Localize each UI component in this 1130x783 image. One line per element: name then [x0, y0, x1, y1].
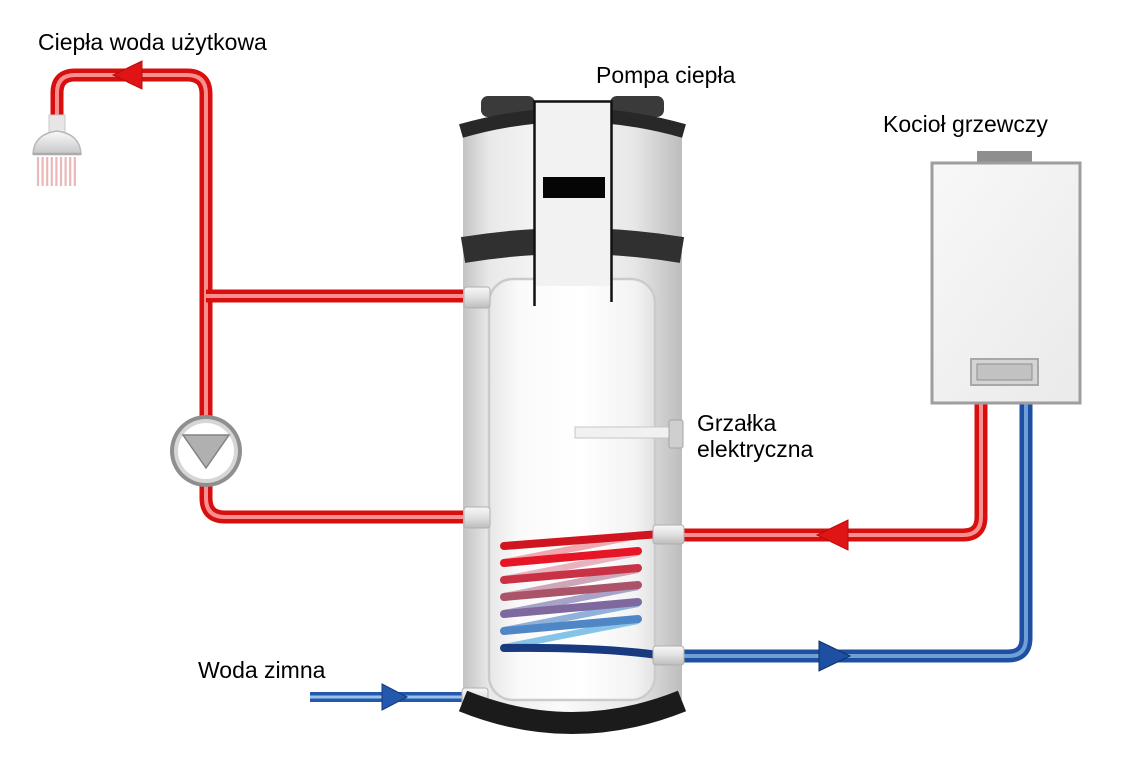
boiler-unit — [930, 151, 1082, 405]
fitting-coil-top — [652, 524, 685, 545]
boiler-supply-pipe-highlight — [678, 403, 983, 537]
label-electric-heater-line2: elektryczna — [697, 436, 814, 462]
fitting-coil-bottom — [652, 645, 685, 666]
label-electric-heater-line1: Grzałka — [697, 410, 777, 436]
boiler-return-pipe-highlight — [678, 403, 1028, 658]
coil-front-strand — [500, 564, 642, 584]
fitting-hot-outlet — [463, 286, 491, 309]
label-cold-water: Woda zimna — [198, 657, 326, 683]
coil-back-strand — [501, 617, 641, 651]
tank-base — [458, 690, 687, 734]
circulation-pump-icon — [170, 415, 242, 487]
coil-front-strand — [500, 581, 642, 601]
coil-front-strand — [500, 643, 662, 659]
shower-icon — [32, 114, 82, 186]
coil-front-strand — [500, 615, 642, 635]
heat-pump-unit — [458, 96, 687, 734]
label-electric-heater: Grzałka elektryczna — [697, 410, 813, 462]
flow-arrow-right-icon — [818, 640, 852, 672]
coil-front-strand — [500, 598, 642, 618]
flow-arrow-left-icon — [815, 519, 849, 551]
label-heat-pump: Pompa ciepła — [596, 62, 736, 88]
display-screen — [543, 177, 605, 198]
heating-coil — [500, 530, 664, 659]
flow-arrow-right-icon — [381, 683, 409, 711]
fitting-recirculation — [463, 506, 491, 529]
boiler-flue — [977, 151, 1032, 164]
pipes — [50, 60, 1033, 711]
hot-water-pipe-highlight — [55, 73, 472, 519]
electric-heater-element — [574, 419, 684, 449]
boiler-display-screen — [976, 363, 1033, 381]
shower-water-streams — [36, 157, 76, 186]
label-boiler: Kocioł grzewczy — [883, 111, 1048, 137]
label-hot-water: Ciepła woda użytkowa — [38, 29, 267, 55]
control-panel-border — [533, 100, 613, 306]
coil-front-strand — [500, 530, 664, 550]
coil-front-strand — [500, 547, 642, 567]
flow-arrow-left-icon — [111, 60, 143, 90]
